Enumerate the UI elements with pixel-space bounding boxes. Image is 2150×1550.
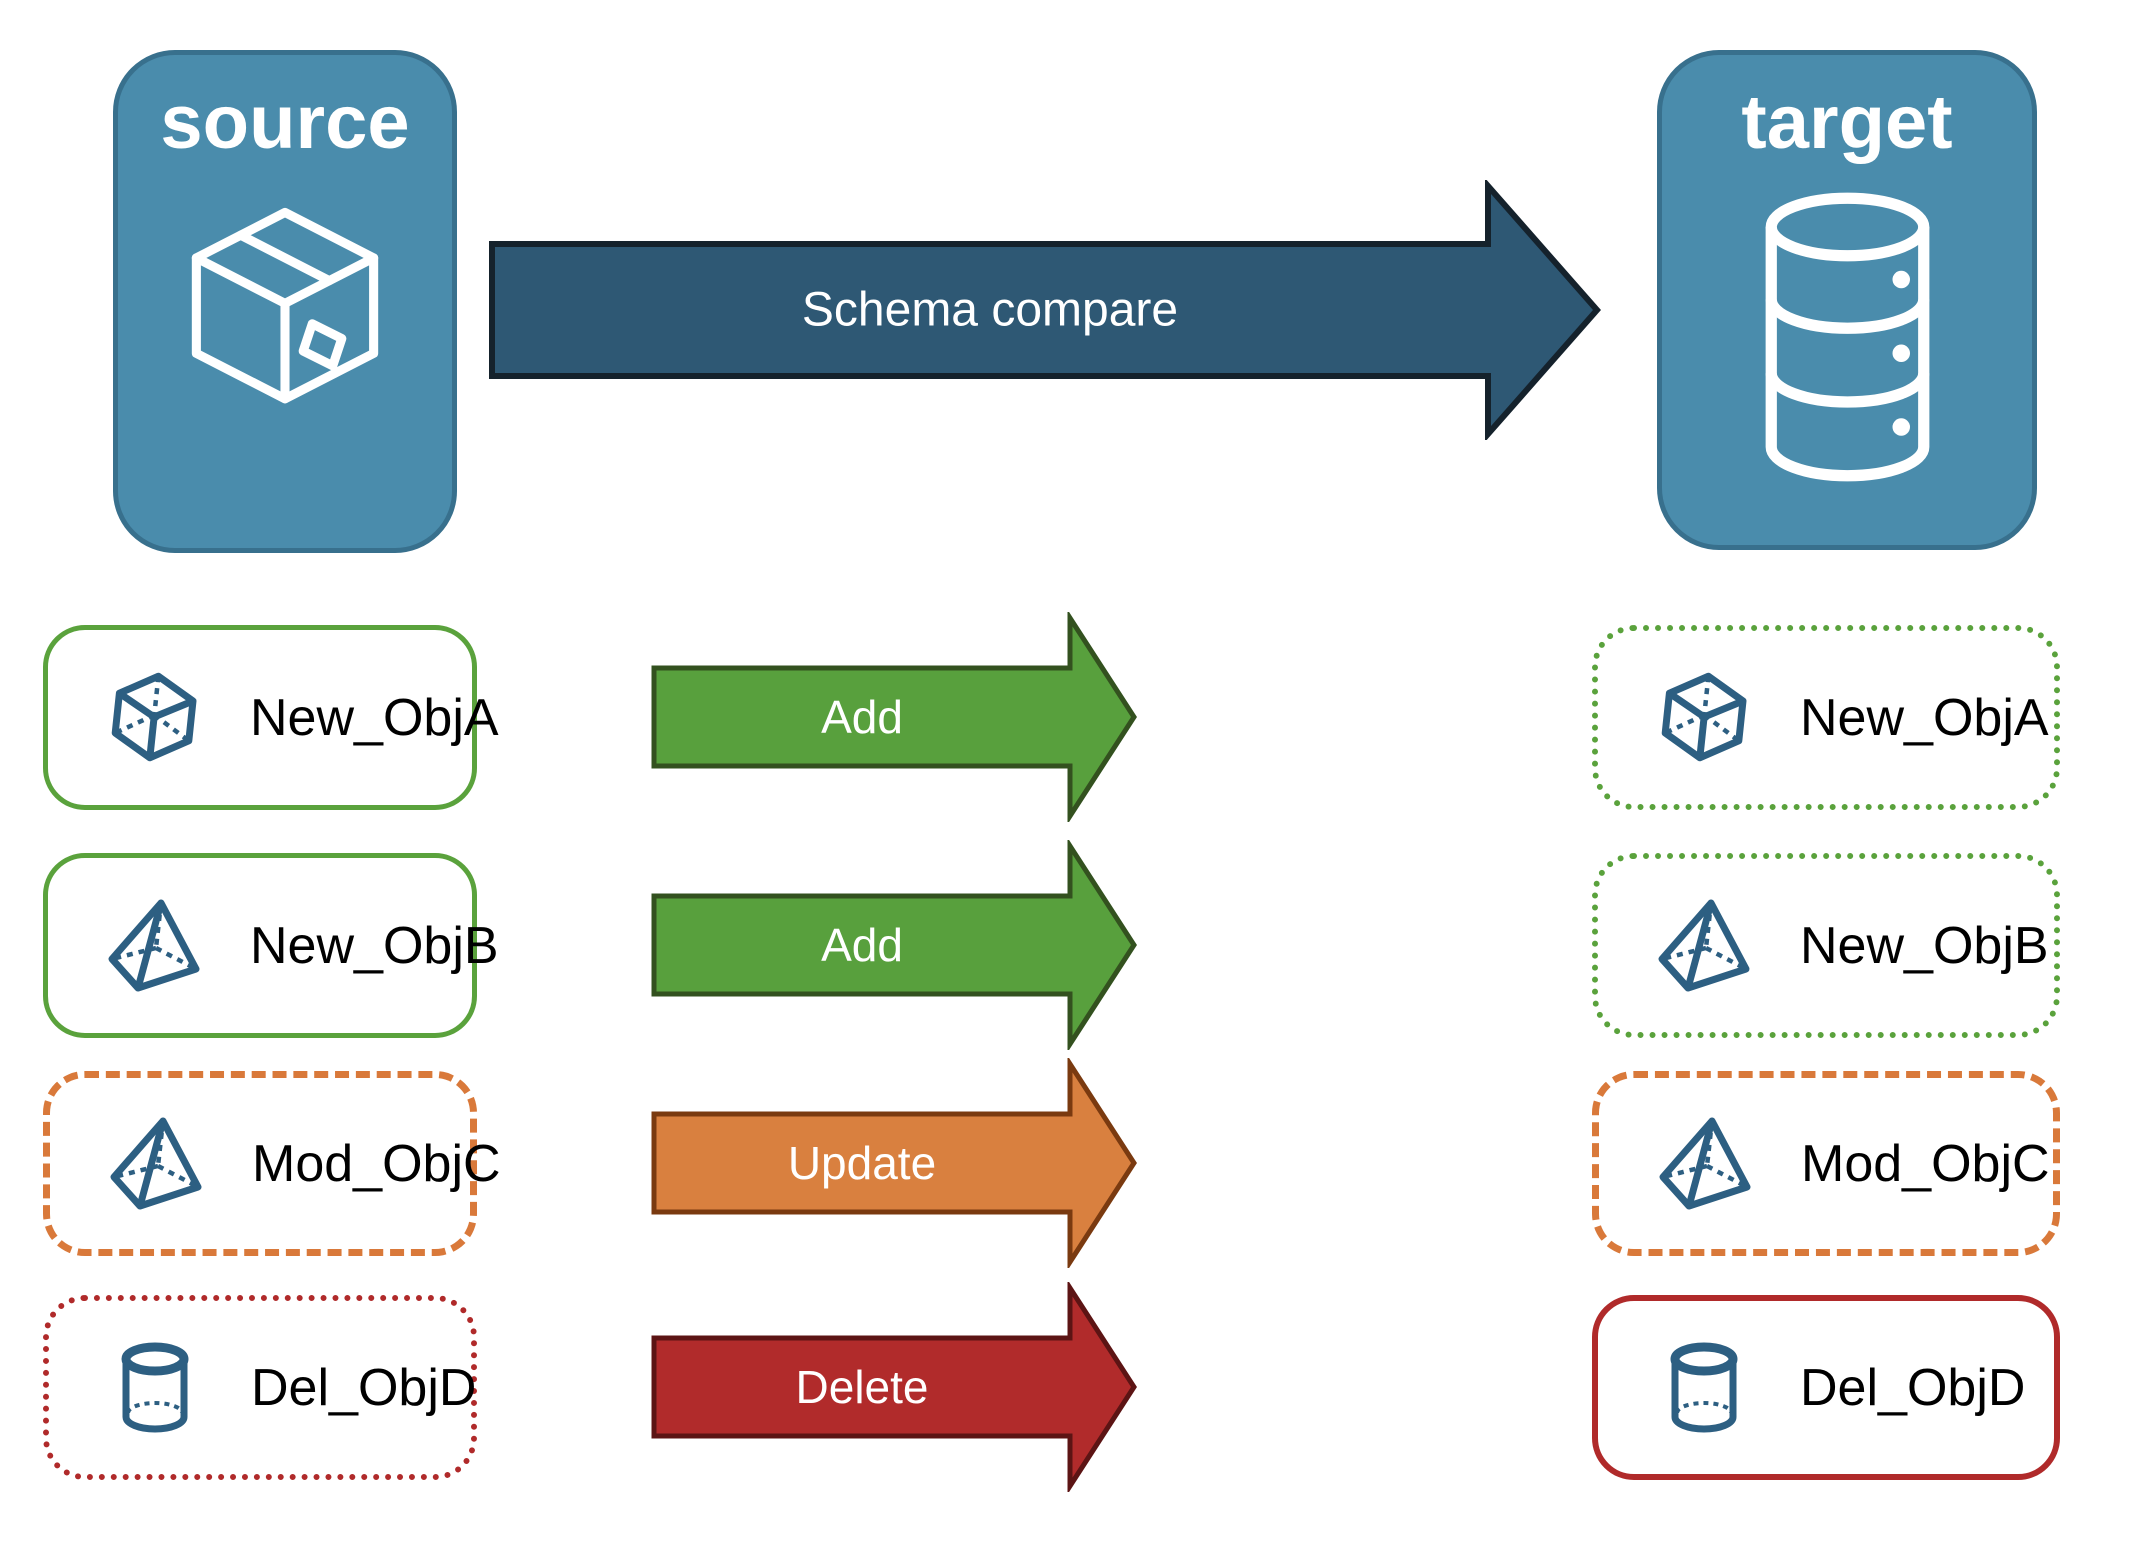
pyramid-icon (104, 896, 204, 996)
delete-arrow: Delete (651, 1282, 1137, 1492)
update-arrow: Update (651, 1058, 1137, 1268)
cube-icon (1654, 668, 1754, 768)
target-object-box-new-objb: New_ObjB (1592, 853, 2060, 1038)
source-node: source (113, 50, 457, 553)
add-arrow-label: Add (821, 919, 903, 971)
package-box-icon (160, 187, 410, 447)
schema-compare-arrow-label: Schema compare (802, 284, 1178, 337)
object-label: Mod_ObjC (1801, 1134, 2050, 1193)
pyramid-icon (106, 1114, 206, 1214)
pyramid-icon (1654, 896, 1754, 996)
cylinder-icon (105, 1338, 205, 1438)
add-arrow-row2: Add (651, 840, 1137, 1050)
schema-compare-arrow-shape (489, 180, 1601, 440)
object-label: Del_ObjD (1800, 1358, 2026, 1417)
target-object-box-mod-objc: Mod_ObjC (1592, 1071, 2060, 1256)
database-icon (1740, 187, 1955, 487)
source-object-box-new-obja: New_ObjA (43, 625, 499, 810)
pyramid-icon (1655, 1114, 1755, 1214)
delete-arrow-label: Delete (796, 1361, 929, 1413)
target-title: target (1741, 80, 1953, 165)
object-label: Del_ObjD (251, 1358, 477, 1417)
object-label: New_ObjA (250, 688, 499, 747)
target-node: target (1657, 50, 2037, 550)
update-arrow-shape (651, 1058, 1137, 1268)
add-arrow-row1: Add (651, 612, 1137, 822)
source-object-box-del-objd: Del_ObjD (43, 1295, 477, 1480)
update-arrow-label: Update (788, 1137, 936, 1189)
delete-arrow-shape (651, 1282, 1137, 1492)
object-label: New_ObjB (250, 916, 499, 975)
target-object-box-new-obja: New_ObjA (1592, 625, 2060, 810)
source-object-box-mod-objc: Mod_ObjC (43, 1071, 501, 1256)
target-object-box-del-objd: Del_ObjD (1592, 1295, 2060, 1480)
source-object-box-new-objb: New_ObjB (43, 853, 499, 1038)
cylinder-icon (1654, 1338, 1754, 1438)
add-arrow-label: Add (821, 691, 903, 743)
source-title: source (160, 80, 410, 165)
object-label: New_ObjA (1800, 688, 2049, 747)
schema-compare-arrow: Schema compare (489, 180, 1601, 440)
cube-icon (104, 668, 204, 768)
add-arrow-shape (651, 612, 1137, 822)
add-arrow-shape (651, 840, 1137, 1050)
object-label: Mod_ObjC (252, 1134, 501, 1193)
object-label: New_ObjB (1800, 916, 2049, 975)
